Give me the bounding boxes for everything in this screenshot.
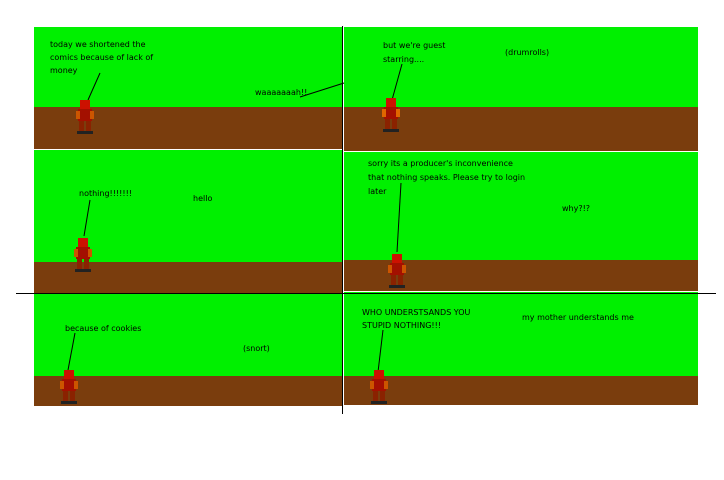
ground xyxy=(344,260,698,291)
panel-2 xyxy=(344,27,698,151)
speech-line: money xyxy=(50,66,78,75)
speech-line: hello xyxy=(193,194,213,203)
panel-1 xyxy=(34,27,343,149)
speech-line: (snort) xyxy=(243,344,270,353)
ground xyxy=(34,376,343,406)
speech-line: later xyxy=(368,187,387,196)
panel-divider-horizontal xyxy=(16,293,716,294)
panel-5 xyxy=(34,294,343,406)
speech-line: STUPID NOTHING!!! xyxy=(362,321,442,330)
speech-line: that nothing speaks. Please try to login xyxy=(368,173,526,182)
speech-line: why?!? xyxy=(562,204,591,213)
speech-line: comics because of lack of xyxy=(50,53,154,62)
panel-3 xyxy=(34,150,343,293)
speech-line: because of cookies xyxy=(65,324,142,333)
panel-6 xyxy=(344,292,698,405)
speech-line: today we shortened the xyxy=(50,40,146,49)
panel-divider-vertical xyxy=(342,26,343,414)
speech-line: waaaaaaah!! xyxy=(255,88,308,97)
speech-line: nothing!!!!!!! xyxy=(79,189,132,198)
ground xyxy=(34,107,343,149)
ground xyxy=(34,262,343,293)
speech-line: (drumrolls) xyxy=(505,48,550,57)
speech-line: sorry its a producer's inconvenience xyxy=(368,159,513,168)
speech-line: starring.... xyxy=(383,55,425,64)
speech-line: my mother understands me xyxy=(522,313,634,322)
ground xyxy=(344,376,698,405)
ground xyxy=(344,107,698,151)
speech-line: but we're guest xyxy=(383,41,446,50)
speech-line: WHO UNDERSTSANDS YOU xyxy=(362,308,471,317)
